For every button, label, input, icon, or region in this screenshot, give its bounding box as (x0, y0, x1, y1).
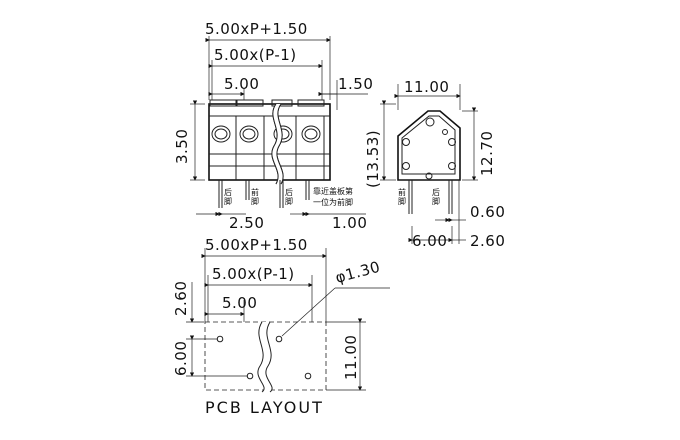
dim-pcb-hole: φ1.30 (333, 258, 382, 287)
dim-front-height: 3.50 (173, 129, 191, 164)
pcb-layout-view: 5.00xP+1.50 5.00x(P-1) 5.00 φ1.30 2.60 6… (172, 236, 390, 417)
pcb-layout-title: PCB LAYOUT (205, 398, 324, 417)
note-line-1: 靠近盖板第 (313, 186, 353, 196)
dim-pcb-pitch-minus: 5.00x(P-1) (212, 265, 295, 283)
dim-front-pitch-minus: 5.00x(P-1) (214, 46, 297, 64)
dim-front-pin-offset: 2.50 (229, 214, 264, 232)
dim-front-offset: 1.50 (338, 75, 373, 93)
label-rear-pin-1: 后脚 (224, 187, 232, 206)
dim-side-height: 12.70 (478, 131, 496, 176)
dim-pcb-total: 5.00xP+1.50 (205, 236, 308, 254)
dim-side-width: 11.00 (404, 78, 449, 96)
dim-front-total: 5.00xP+1.50 (205, 20, 308, 38)
label-side-rear-pin: 后脚 (432, 187, 440, 206)
label-rear-pin-2: 后脚 (285, 187, 293, 206)
front-view: 5.00xP+1.50 5.00x(P-1) 5.00 1.50 3.50 2.… (173, 20, 373, 232)
dim-front-pin-width: 1.00 (332, 214, 367, 232)
label-front-pin-1: 前脚 (251, 187, 259, 206)
label-side-front-pin: 前脚 (398, 187, 406, 206)
side-view: 11.00 (13.53) 12.70 0.60 6.00 2.60 前脚 后脚 (364, 78, 505, 250)
dim-pcb-pitch: 5.00 (222, 294, 257, 312)
dim-pcb-edge: 2.60 (172, 281, 190, 316)
note-line-2: 一位为前脚 (313, 197, 353, 207)
dim-side-rear-offset: 2.60 (470, 232, 505, 250)
dim-side-front-offset: 6.00 (412, 232, 447, 250)
dim-side-pin-width: 0.60 (470, 203, 505, 221)
dim-pcb-height: 11.00 (342, 335, 360, 380)
dim-pcb-row: 6.00 (172, 341, 190, 376)
dim-front-pitch: 5.00 (224, 75, 259, 93)
dim-side-total-height: (13.53) (364, 130, 382, 188)
